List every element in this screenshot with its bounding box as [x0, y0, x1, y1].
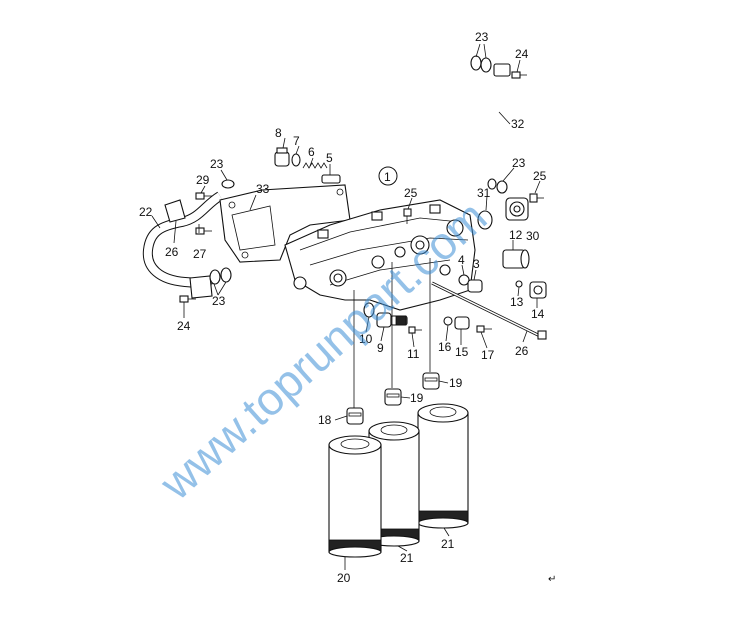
callout: 12 — [509, 228, 523, 242]
callout: 7 — [293, 134, 300, 148]
connector-30 — [505, 197, 529, 221]
callout: 32 — [511, 117, 525, 131]
stud-26-long — [431, 281, 547, 340]
oring-31 — [477, 210, 493, 230]
callout: 17 — [481, 348, 495, 362]
callout: 22 — [139, 205, 153, 219]
callout: 26 — [515, 344, 529, 358]
callout: 6 — [308, 145, 315, 159]
bolt-27 — [195, 227, 212, 235]
callout: 5 — [326, 151, 333, 165]
callout: 27 — [193, 247, 207, 261]
callout: 8 — [275, 126, 282, 140]
callout: 16 — [438, 340, 452, 354]
sensor-9 — [376, 312, 408, 328]
callout: 15 — [455, 345, 469, 359]
callout: 23 — [512, 156, 526, 170]
bolt-11 — [408, 326, 422, 334]
sensor-8 — [274, 147, 290, 167]
bolt-25-right — [529, 193, 544, 203]
callout: 33 — [256, 182, 270, 196]
oil-filter-housing — [284, 199, 476, 311]
callout: 19 — [449, 376, 463, 390]
callout: 13 — [510, 295, 524, 309]
callout: 23 — [475, 30, 489, 44]
callout: 29 — [196, 173, 210, 187]
washer-7 — [291, 153, 301, 167]
callout: 25 — [533, 169, 547, 183]
callout: 10 — [359, 332, 373, 346]
callout: 30 — [526, 229, 540, 243]
callout: 11 — [407, 347, 420, 361]
callout: 20 — [337, 571, 351, 585]
callout: 19 — [410, 391, 424, 405]
valve-12 — [502, 249, 530, 269]
callout: 21 — [441, 537, 455, 551]
bolt-24-top — [511, 71, 527, 79]
callout: 3 — [473, 257, 480, 271]
leader-lines — [151, 43, 541, 570]
callout: 23 — [210, 157, 224, 171]
bolt-29 — [195, 192, 212, 200]
callout: 4 — [458, 253, 465, 267]
nipple-19b — [422, 372, 440, 390]
spring-6 — [302, 162, 328, 169]
oil-pipe-left — [142, 179, 235, 299]
plug-14 — [529, 281, 547, 299]
callout: 31 — [477, 186, 491, 200]
callouts: 23 24 32 23 25 31 30 8 7 6 5 23 29 33 22… — [139, 30, 547, 585]
sensor-15 — [454, 316, 470, 330]
callout: 18 — [318, 413, 332, 427]
nipple-19a — [384, 388, 402, 406]
oil-filter-20 — [328, 435, 382, 558]
assembly-lines — [353, 258, 431, 408]
nipple-18 — [346, 407, 364, 425]
oil-filter-21-back — [417, 403, 469, 529]
reference-number: 1 — [384, 170, 391, 184]
callout: 26 — [165, 245, 179, 259]
bolt-17 — [476, 325, 492, 333]
plug-3 — [467, 279, 483, 293]
piston-5 — [321, 174, 341, 184]
callout: 24 — [177, 319, 191, 333]
callout: 23 — [212, 294, 226, 308]
callout: 21 — [400, 551, 414, 565]
washer-16 — [443, 316, 453, 326]
bolt-25-mid — [403, 208, 412, 224]
callout: 14 — [531, 307, 545, 321]
oring-13 — [515, 280, 523, 288]
return-mark: ↵ — [548, 574, 556, 585]
callout: 25 — [404, 186, 418, 200]
callout: 9 — [377, 341, 384, 355]
reference-circle — [378, 166, 398, 186]
oil-pipe-upper — [462, 55, 514, 194]
callout: 24 — [515, 47, 529, 61]
